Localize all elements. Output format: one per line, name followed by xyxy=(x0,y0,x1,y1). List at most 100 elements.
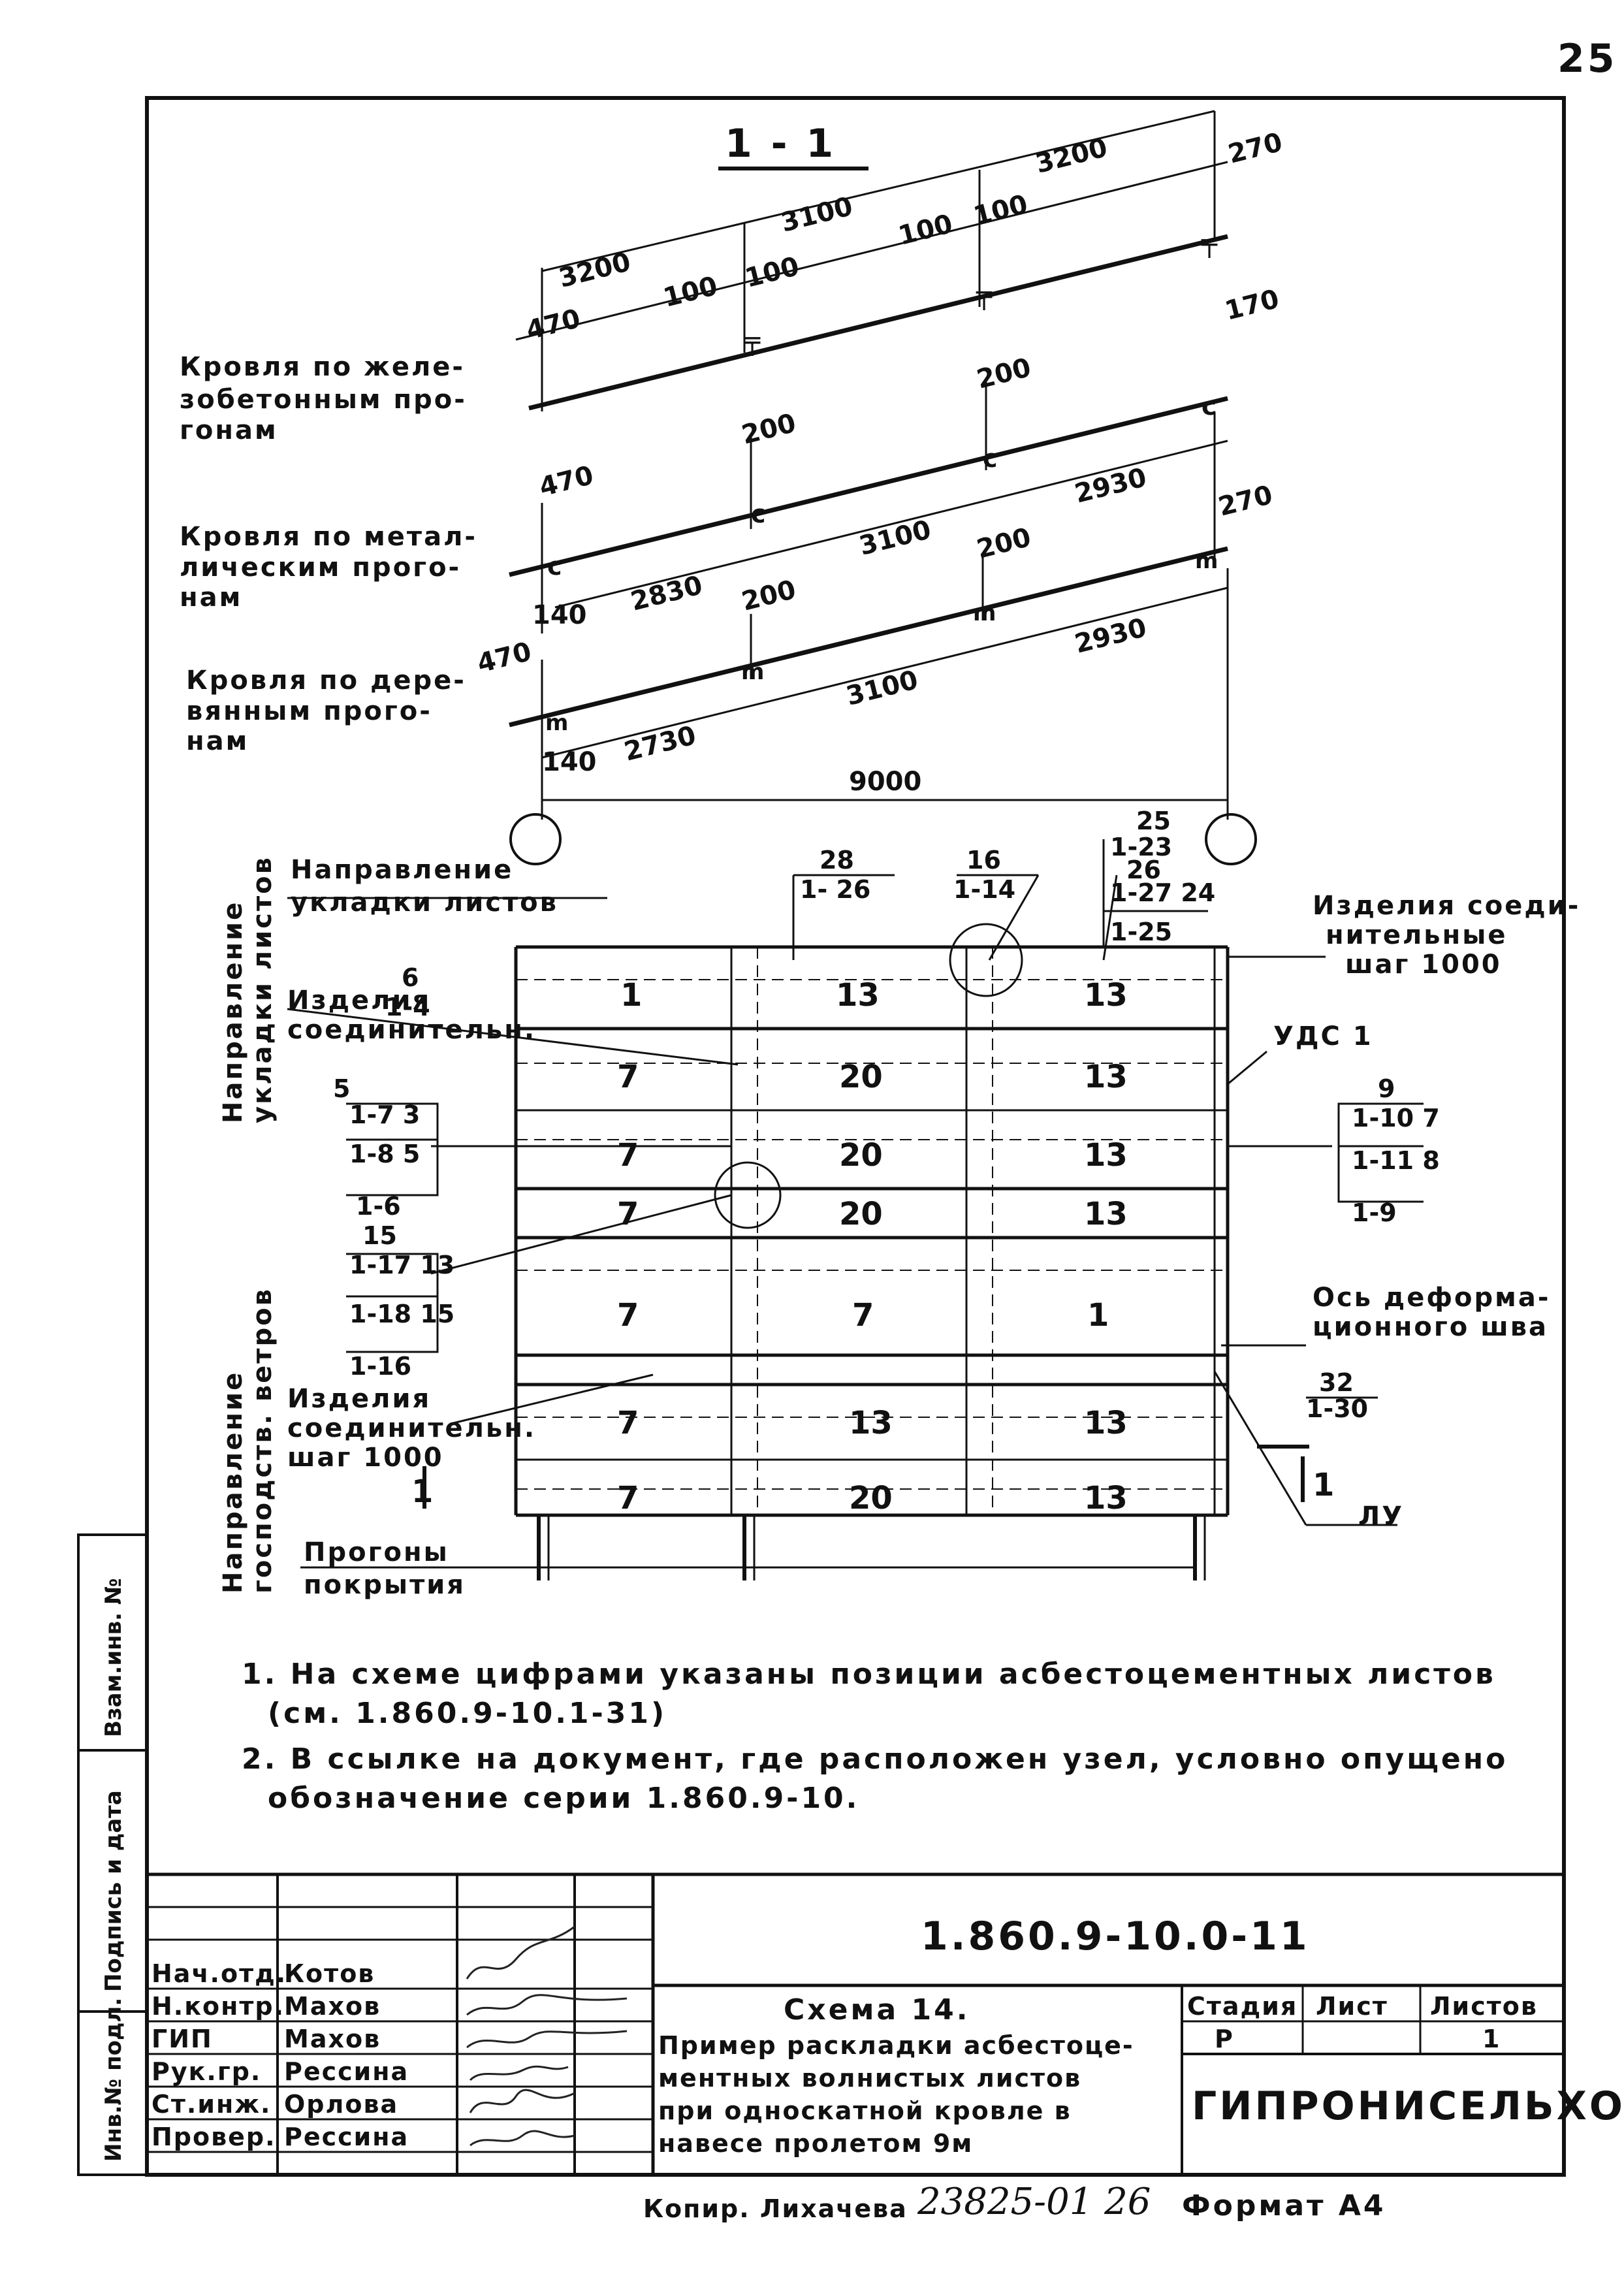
roof-rc-dims: 3200 3100 3200 470 100 100 100 100 270 1… xyxy=(523,127,1285,346)
roof-rc-label: Кровля по желе- xyxy=(180,352,465,382)
name-4: Рессина xyxy=(284,2057,409,2086)
ref-16-sheet: 1-14 xyxy=(953,875,1015,904)
ref-6: 6 xyxy=(402,963,419,992)
pos-r3-c1: 7 xyxy=(617,1137,639,1174)
note-2: 2. В ссылке на документ, где расположен … xyxy=(242,1742,1508,1776)
dir-laying-side-1: Направление xyxy=(218,901,248,1123)
roof-wood-label-3: нам xyxy=(186,726,249,756)
ref-25: 25 xyxy=(1136,807,1171,835)
svg-text:m: m xyxy=(545,710,568,736)
dim-w-200-b: 200 xyxy=(974,522,1034,565)
section-title: 1 - 1 xyxy=(725,121,836,167)
role-4: Рук.гр. xyxy=(151,2057,261,2086)
note-1: 1. На схеме цифрами указаны позиции асбе… xyxy=(242,1658,1496,1691)
axis-joint-2: ционного шва xyxy=(1313,1312,1548,1342)
dim-3100: 3100 xyxy=(778,191,855,238)
title-block xyxy=(147,1872,1564,2175)
ref-6-sheet: 1-4 xyxy=(385,993,430,1021)
section-mark-right: 1 xyxy=(1313,1467,1334,1503)
role-3: ГИП xyxy=(151,2025,213,2053)
role-1: Нач.отд. xyxy=(151,1959,287,1988)
stage-header: Стадия xyxy=(1187,1992,1298,2021)
dim-m-200-b: 200 xyxy=(974,353,1034,395)
ref-25-a: 1-23 xyxy=(1110,833,1172,861)
sheet-layout-plan: 1 13 13 7 20 13 7 20 13 7 20 13 7 7 1 7 … xyxy=(218,807,1578,1600)
dim-w-2930: 2930 xyxy=(1072,613,1149,660)
side-inv-no: Инв.№ подл. xyxy=(101,1998,127,2162)
sheet-positions: 1 13 13 7 20 13 7 20 13 7 20 13 7 7 1 7 … xyxy=(617,977,1128,1516)
dim-m-470: 470 xyxy=(536,460,596,503)
name-3: Махов xyxy=(284,2025,381,2053)
dir-laying-top-1: Направление xyxy=(291,855,513,885)
role-6: Провер. xyxy=(151,2123,276,2151)
sheets-value: 1 xyxy=(1482,2025,1501,2053)
svg-text:m: m xyxy=(741,659,764,685)
sheet-header: Лист xyxy=(1316,1992,1388,2021)
ref-9-a: 1-10 7 xyxy=(1352,1104,1440,1132)
pos-r4-c1: 7 xyxy=(617,1196,639,1232)
pos-r7-c3: 13 xyxy=(1084,1480,1128,1516)
roof-metal-dims: 470 200 200 270 140 2830 3100 2930 xyxy=(532,353,1275,630)
pos-r5-c3: 1 xyxy=(1087,1297,1109,1334)
dim-100-c: 100 xyxy=(895,209,955,251)
pos-r3-c3: 13 xyxy=(1084,1137,1128,1174)
stage-value: Р xyxy=(1215,2025,1234,2053)
dim-m-3100: 3100 xyxy=(856,515,934,562)
uds-label: УДС 1 xyxy=(1273,1021,1373,1051)
pos-r2-c3: 13 xyxy=(1084,1059,1128,1095)
pos-r5-c1: 7 xyxy=(617,1297,639,1334)
pos-r6-c2: 13 xyxy=(849,1405,893,1441)
roof-wood-label-2: вянным прого- xyxy=(186,696,432,726)
title-line-1: Пример раскладки асбестоце- xyxy=(658,2031,1134,2060)
connect-left-top-1: Изделия xyxy=(287,986,431,1016)
ref-16: 16 xyxy=(966,846,1001,874)
pos-r3-c2: 20 xyxy=(839,1137,883,1174)
name-1: Котов xyxy=(284,1959,375,1988)
paper-format: Формат А4 xyxy=(1182,2189,1386,2222)
title-scheme: Схема 14. xyxy=(784,1993,970,2027)
pos-r4-c3: 13 xyxy=(1084,1196,1128,1232)
role-2: Н.контр. xyxy=(151,1992,285,2021)
pos-r7-c2: 20 xyxy=(849,1480,893,1516)
roof-metal-label-3: нам xyxy=(180,583,242,613)
archive-number: 23825-01 26 xyxy=(917,2181,1151,2223)
pos-r1-c2: 13 xyxy=(836,977,880,1014)
ref-9: 9 xyxy=(1378,1074,1395,1103)
dim-270: 270 xyxy=(1225,127,1285,170)
pos-r6-c3: 13 xyxy=(1084,1405,1128,1441)
roof-metal-label-2: лическим прого- xyxy=(180,553,461,583)
purlins-label-2: покрытия xyxy=(304,1570,466,1600)
dim-3200-b: 3200 xyxy=(1032,133,1110,180)
title-line-3: при односкатной кровле в xyxy=(658,2096,1072,2125)
svg-text:╤: ╤ xyxy=(744,326,761,356)
dir-wind-side-1: Направление xyxy=(218,1371,248,1594)
ref-32: 32 xyxy=(1319,1368,1354,1397)
dim-m-200-a: 200 xyxy=(739,408,799,451)
svg-text:╤: ╤ xyxy=(1201,228,1218,258)
side-signature-date: Подпись и дата xyxy=(101,1790,127,1992)
organization: ГИПРОНИСЕЛЬХОЗ xyxy=(1192,2083,1624,2129)
note-2-cont: обозначение серии 1.860.9-10. xyxy=(268,1782,859,1815)
svg-text:╤: ╤ xyxy=(976,280,993,310)
svg-text:m: m xyxy=(973,600,996,626)
title-line-4: навесе пролетом 9м xyxy=(658,2129,973,2158)
ref-9-b: 1-11 8 xyxy=(1352,1146,1440,1175)
dim-m-140: 140 xyxy=(532,600,587,630)
ref-25-b: 26 xyxy=(1126,856,1161,884)
ref-5: 5 xyxy=(333,1074,350,1103)
pos-r2-c2: 20 xyxy=(839,1059,883,1095)
section-mark-left: 1 xyxy=(411,1473,433,1510)
dim-470: 470 xyxy=(523,304,583,346)
dir-laying-top-2: укладки листов xyxy=(291,888,558,918)
roof-metal-label: Кровля по метал- xyxy=(180,522,477,552)
dim-w-3100: 3100 xyxy=(843,665,921,712)
dim-170: 170 xyxy=(1222,284,1282,327)
section-1-1: 1 - 1 ╤ ╤ ╤ Кровля по желе- зобетонным п… xyxy=(180,110,1285,865)
dim-9000: 9000 xyxy=(849,767,921,797)
ref-15-b: 1-18 15 xyxy=(349,1300,454,1328)
ref-28-sheet: 1- 26 xyxy=(800,875,870,904)
axis-joint-1: Ось деформа- xyxy=(1313,1283,1550,1313)
svg-text:m: m xyxy=(1195,548,1218,574)
pos-r1-c3: 13 xyxy=(1084,977,1128,1014)
